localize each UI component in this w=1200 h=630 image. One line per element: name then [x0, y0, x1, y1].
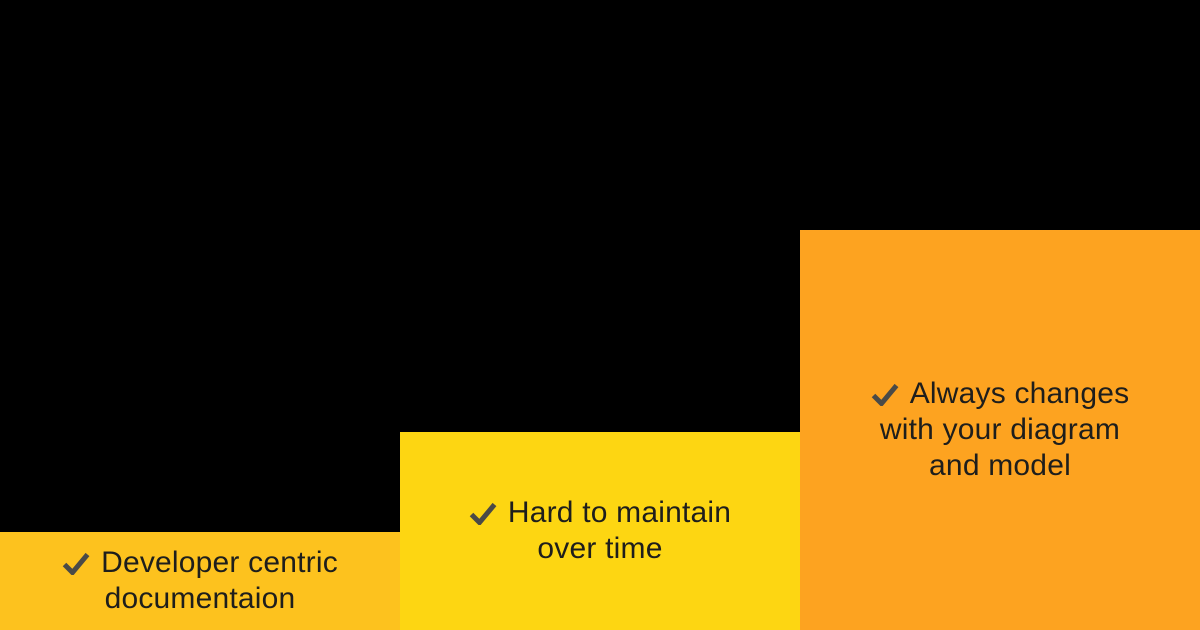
step-text: Always changes [909, 377, 1130, 410]
step-text: and model [929, 449, 1071, 482]
step-line-with-check: Hard to maintain [469, 495, 731, 531]
check-icon [62, 552, 90, 575]
check-icon [871, 383, 899, 406]
check-icon [469, 502, 497, 525]
step-block-developer-documentation: Developer centric documentaion [0, 532, 400, 630]
step-line-with-check: Developer centric [62, 545, 338, 581]
step-text: Hard to maintain [507, 496, 732, 529]
step-block-always-changes: Always changes with your diagram and mod… [800, 230, 1200, 630]
step-line: documentaion [105, 581, 296, 617]
step-text: over time [537, 532, 663, 565]
step-line-with-check: Always changes [871, 376, 1130, 412]
step-text: documentaion [104, 582, 296, 615]
step-line: and model [929, 448, 1071, 484]
step-line: over time [537, 531, 662, 567]
step-block-hard-to-maintain: Hard to maintain over time [400, 432, 800, 630]
step-line: with your diagram [880, 412, 1120, 448]
step-text: Developer centric [101, 546, 338, 579]
step-text: with your diagram [879, 413, 1121, 446]
